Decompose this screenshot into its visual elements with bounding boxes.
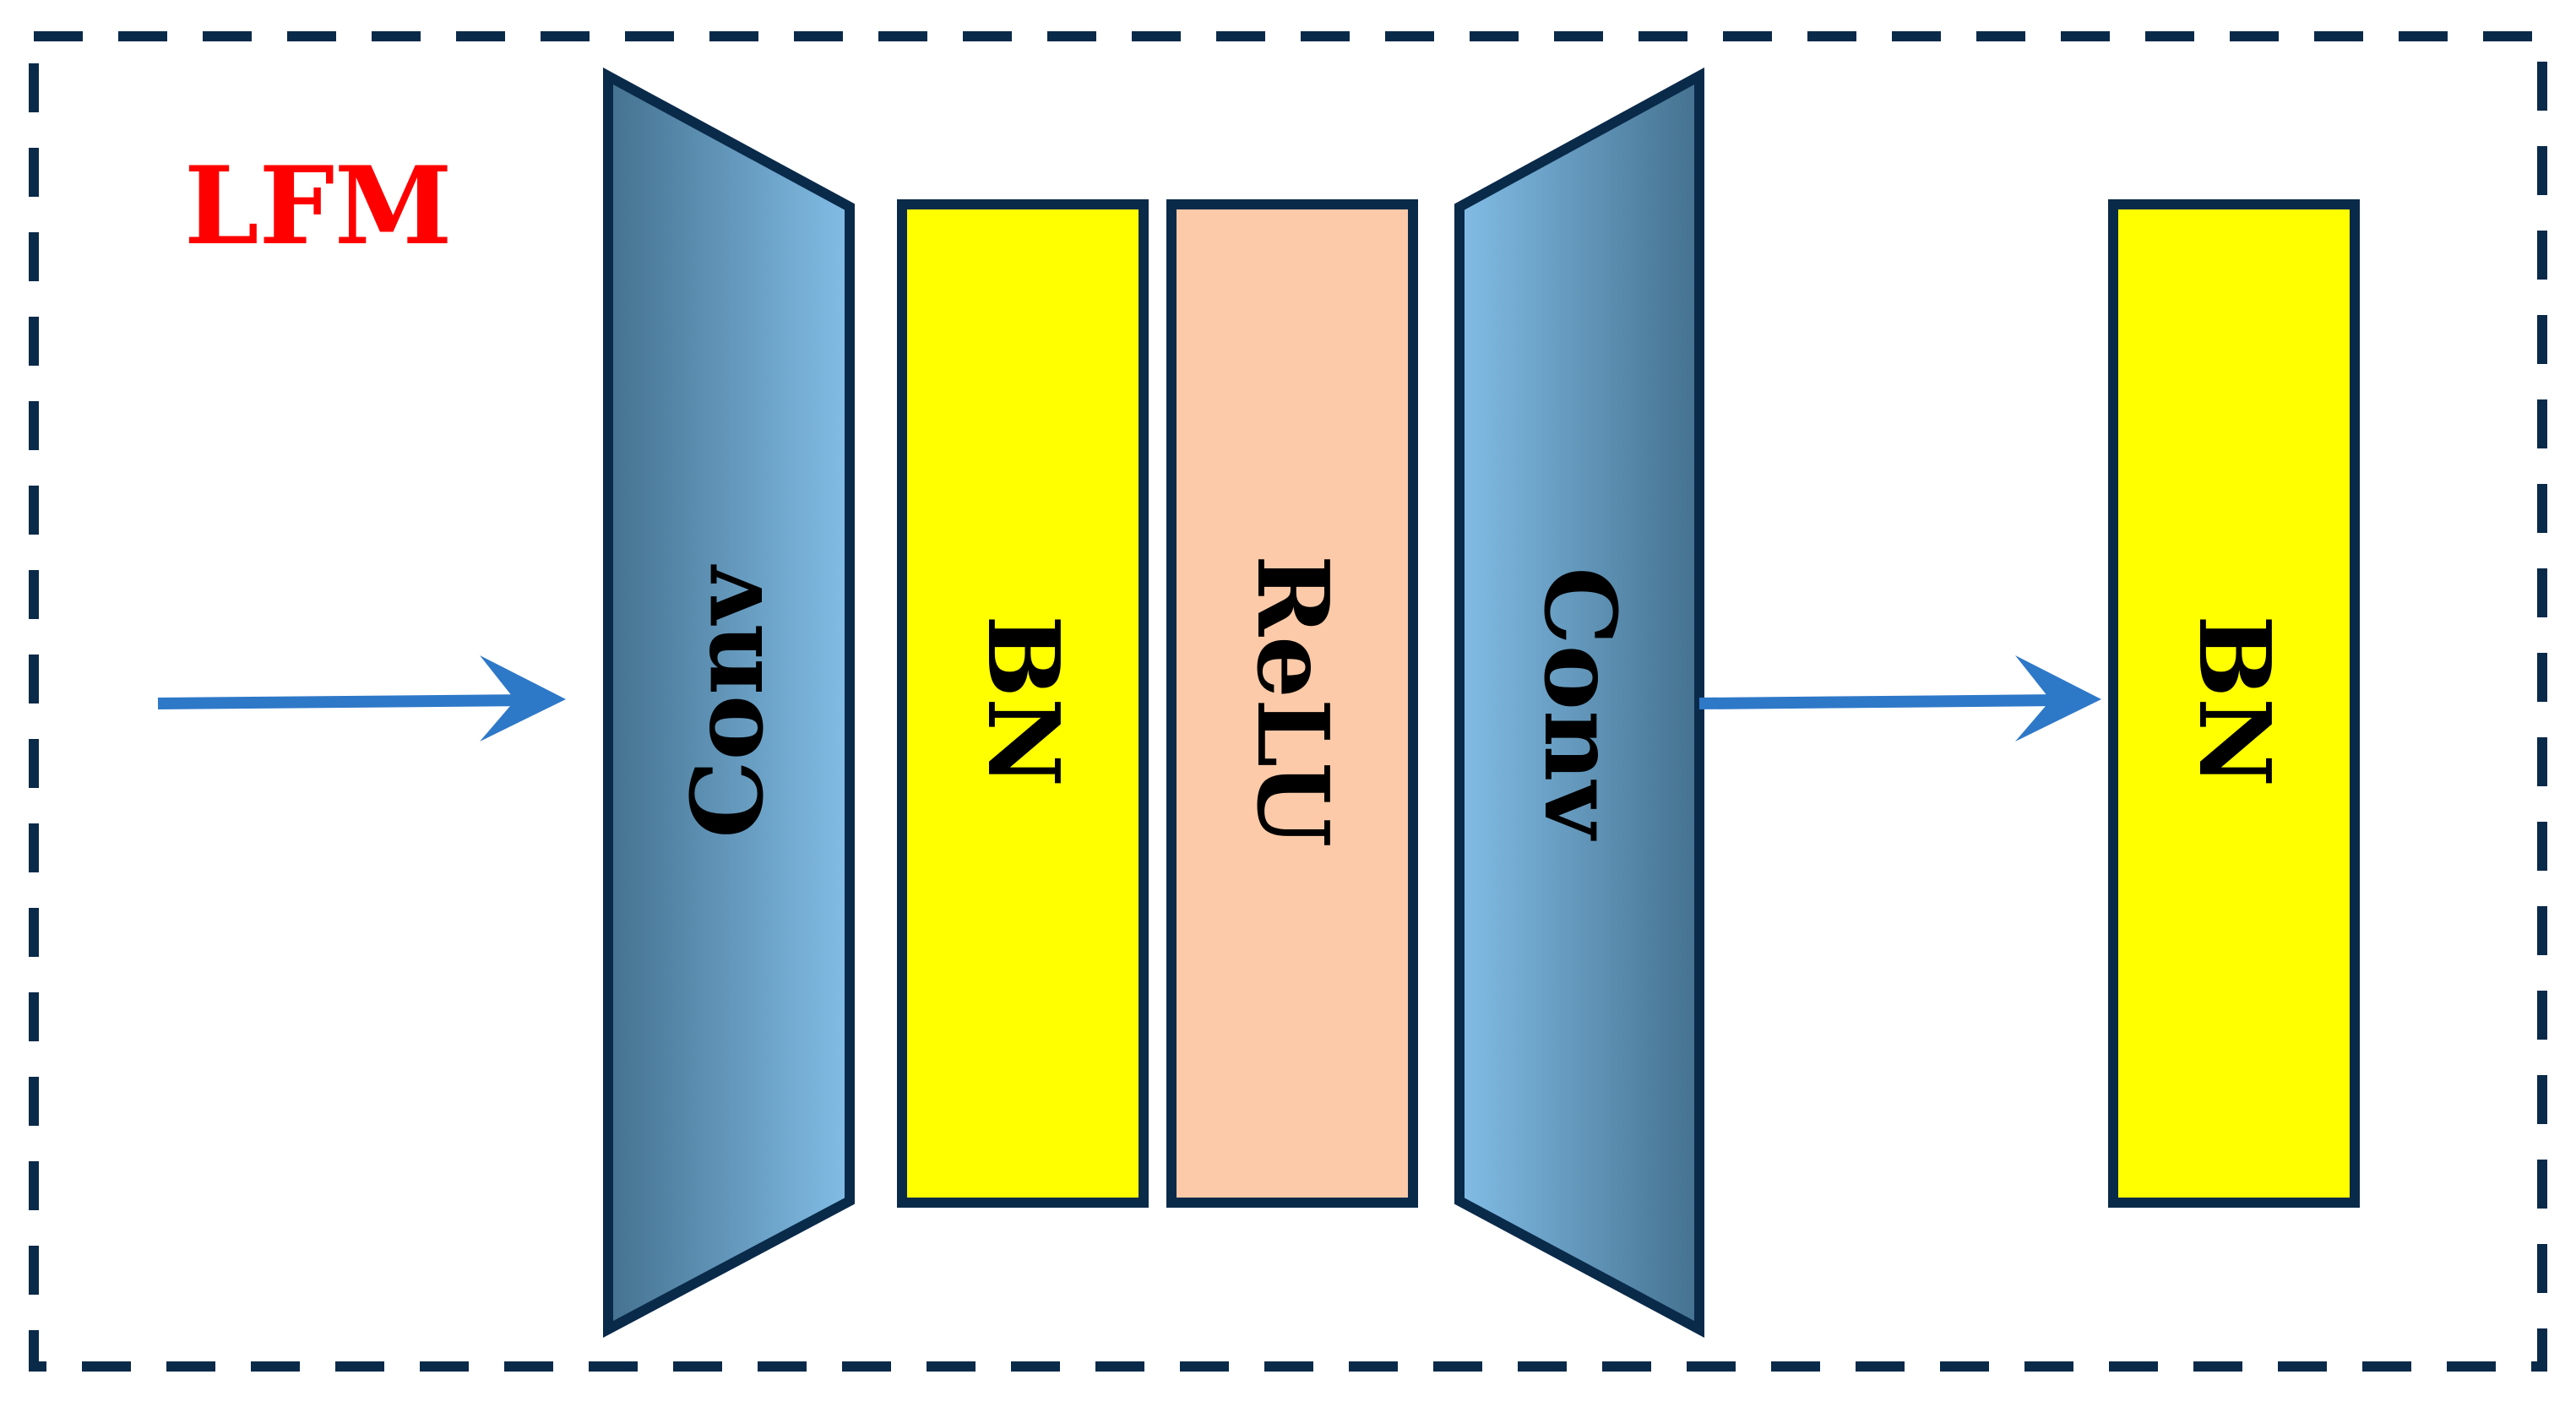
bn-block-1-label: BN (965, 615, 1080, 787)
input-arrow (157, 655, 566, 742)
conv-block-1: Conv (603, 67, 855, 1338)
conv-block-1-label: Conv (671, 564, 785, 839)
bn-block-2: BN (2108, 199, 2360, 1208)
bn-block-1: BN (897, 199, 1149, 1208)
module-title: LFM (184, 144, 453, 269)
conv-block-2-label: Conv (1522, 567, 1637, 841)
bn-block-2-label: BN (2177, 615, 2291, 787)
relu-block: ReLU (1166, 199, 1418, 1208)
relu-block-label: ReLU (1235, 555, 1350, 848)
conv-block-2: Conv (1454, 67, 1704, 1339)
module-border (29, 31, 2547, 1372)
output-arrow (1698, 655, 2101, 742)
